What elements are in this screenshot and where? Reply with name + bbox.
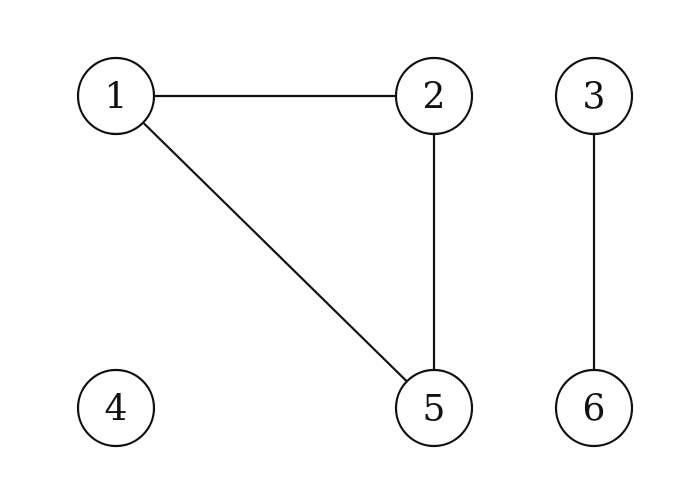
node-label-1: 1	[105, 77, 128, 118]
graph-edges	[142, 94, 596, 383]
node-label-2: 2	[423, 77, 446, 118]
node-circle-4	[76, 368, 156, 448]
node-6: 6	[554, 368, 634, 448]
node-4: 4	[76, 368, 156, 448]
node-label-3: 3	[583, 77, 606, 118]
node-label-4: 4	[105, 389, 128, 430]
node-label-5: 5	[423, 389, 446, 430]
node-label-6: 6	[583, 389, 606, 430]
edge-1-5	[142, 121, 408, 383]
node-circle-6	[554, 368, 634, 448]
node-circle-5	[394, 368, 474, 448]
node-circle-2	[394, 56, 474, 136]
node-1: 1	[76, 56, 156, 136]
node-5: 5	[394, 368, 474, 448]
node-circle-3	[554, 56, 634, 136]
node-2: 2	[394, 56, 474, 136]
node-3: 3	[554, 56, 634, 136]
graph-nodes: 1 2 3 4 5 6	[76, 56, 634, 448]
node-circle-1	[76, 56, 156, 136]
